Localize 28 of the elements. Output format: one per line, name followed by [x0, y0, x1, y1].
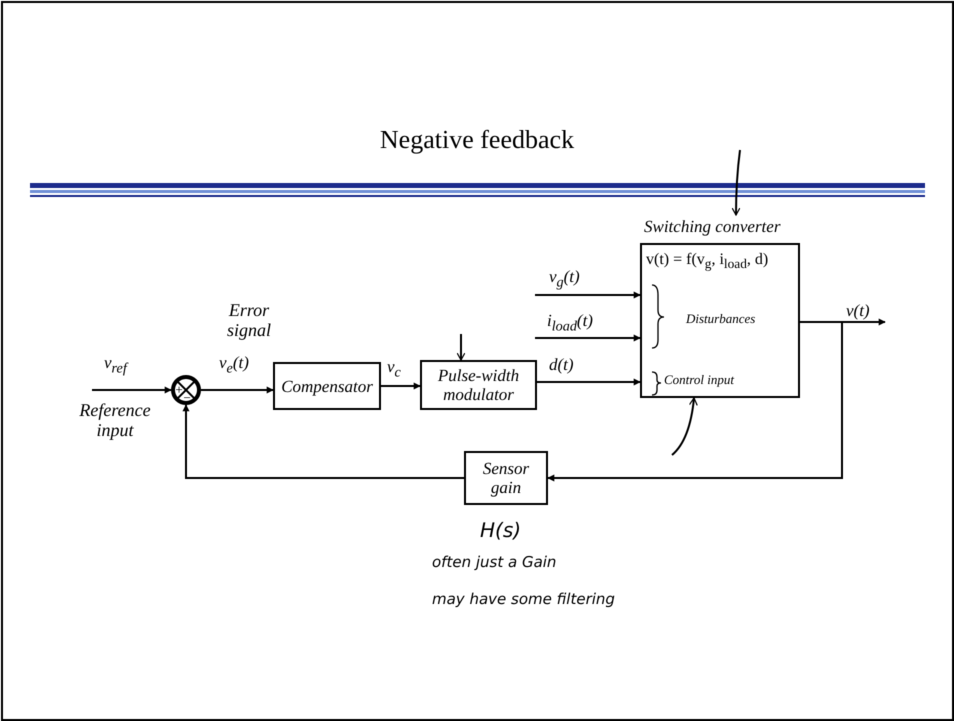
- arrow: [92, 386, 172, 394]
- signal-label: v$_{g}$(t): [548, 268, 581, 292]
- brace-caption: Control input: [664, 372, 734, 388]
- arrow: [182, 404, 464, 479]
- slide-title: Negative feedback: [378, 125, 576, 155]
- equation-text: v(t) = f(v$_{g}$, i$_{load}$, d): [646, 251, 768, 272]
- brace-caption: Disturbances: [686, 311, 756, 327]
- handwritten-note: H(s): [480, 518, 522, 542]
- caption-text: Reference input: [78, 400, 152, 440]
- summing-junction: +−: [171, 375, 201, 405]
- compensator-block: Compensator: [273, 362, 381, 410]
- arrow: [201, 386, 274, 394]
- arrow: [537, 378, 641, 386]
- annotation-arrow: [456, 334, 466, 361]
- caption-text: Error signal: [226, 300, 272, 340]
- signal-label: d(t): [548, 356, 575, 374]
- modulator-block: Pulse-width modulator: [420, 360, 537, 410]
- handwritten-note: may have some filtering: [432, 590, 615, 608]
- sensor-block: Sensor gain: [464, 451, 548, 505]
- signal-label: v(t): [845, 302, 871, 320]
- handwritten-note: often just a Gain: [432, 553, 556, 571]
- arrow: [535, 334, 641, 342]
- converter-heading: Switching converter: [644, 217, 780, 237]
- arrow: [381, 382, 421, 390]
- arrow: [547, 321, 843, 482]
- annotation-arrow: [671, 397, 698, 456]
- arrow: [535, 292, 641, 298]
- annotation-arrow: [731, 150, 741, 216]
